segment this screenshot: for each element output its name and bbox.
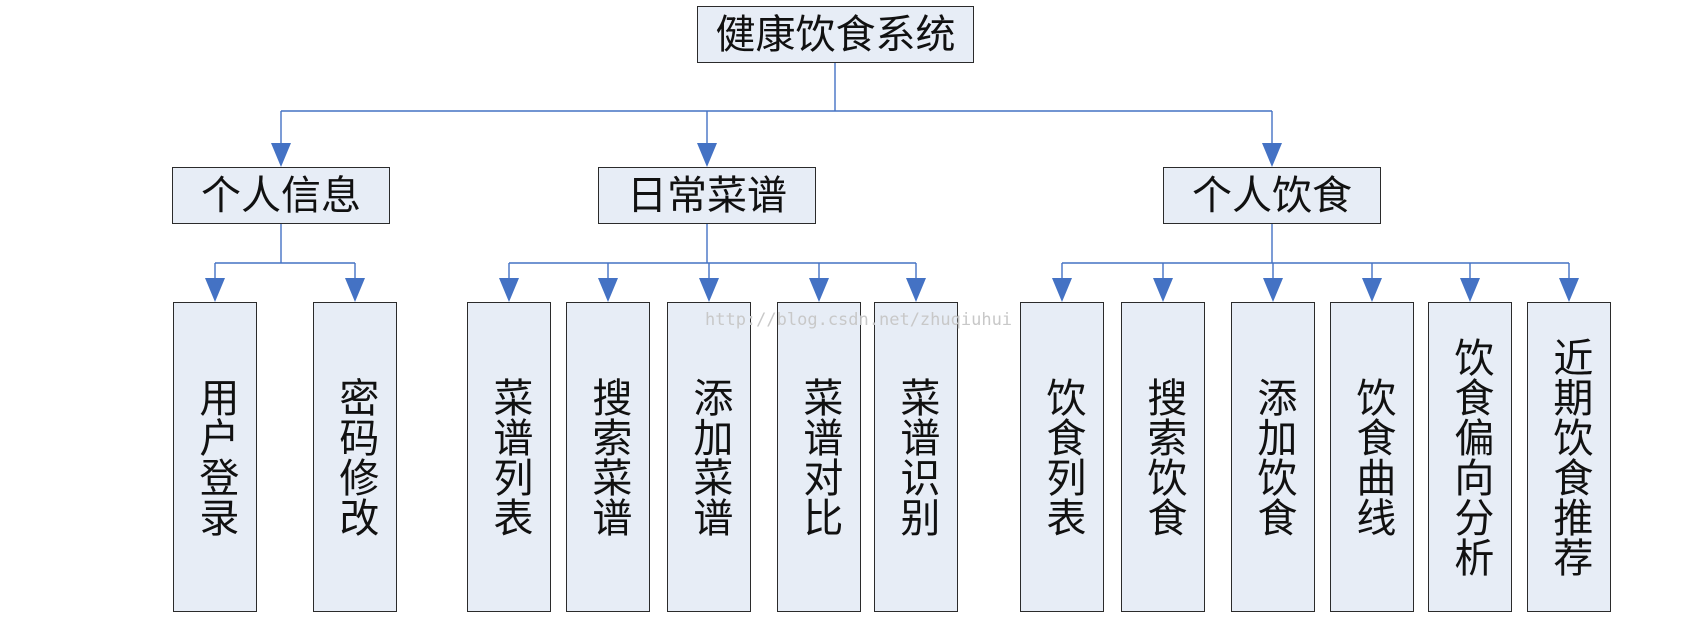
leaf-node-label: 添加饮食	[1250, 377, 1297, 537]
arrowhead	[697, 143, 717, 167]
arrowhead	[699, 278, 719, 302]
arrowhead	[205, 278, 225, 302]
leaf-node-label: 搜索菜谱	[585, 377, 632, 537]
arrowhead	[345, 278, 365, 302]
watermark-text: http://blog.csdn.net/zhuqiuhui	[705, 310, 1013, 330]
arrowhead	[1153, 278, 1173, 302]
leaf-node-recipe-list: 菜谱列表	[467, 302, 551, 612]
leaf-node-label: 搜索饮食	[1140, 377, 1187, 537]
group-node-daily-recipes: 日常菜谱	[598, 167, 816, 224]
leaf-node-label: 近期饮食推荐	[1546, 337, 1593, 577]
arrowhead	[1460, 278, 1480, 302]
leaf-node-label: 菜谱列表	[486, 377, 533, 537]
leaf-node-recipe-recognize: 菜谱识别	[874, 302, 958, 612]
arrowhead	[1263, 278, 1283, 302]
leaf-node-label: 饮食偏向分析	[1447, 337, 1494, 577]
leaf-node-search-recipe: 搜索菜谱	[566, 302, 650, 612]
leaf-node-search-diet: 搜索饮食	[1121, 302, 1205, 612]
leaf-node-user-login: 用户登录	[173, 302, 257, 612]
arrowhead	[271, 143, 291, 167]
leaf-node-label: 菜谱对比	[796, 377, 843, 537]
leaf-node-add-recipe: 添加菜谱	[667, 302, 751, 612]
leaf-node-diet-preference-analysis: 饮食偏向分析	[1428, 302, 1512, 612]
arrowhead	[809, 278, 829, 302]
arrowhead	[598, 278, 618, 302]
root-node: 健康饮食系统	[697, 6, 974, 63]
leaf-node-label: 添加菜谱	[686, 377, 733, 537]
leaf-node-label: 密码修改	[332, 377, 379, 537]
root-node-label: 健康饮食系统	[715, 11, 956, 58]
arrowhead	[499, 278, 519, 302]
leaf-node-label: 菜谱识别	[893, 377, 940, 537]
leaf-node-diet-list: 饮食列表	[1020, 302, 1104, 612]
leaf-node-label: 饮食列表	[1039, 377, 1086, 537]
leaf-node-password-change: 密码修改	[313, 302, 397, 612]
arrowhead	[906, 278, 926, 302]
arrowhead	[1052, 278, 1072, 302]
leaf-node-label: 饮食曲线	[1349, 377, 1396, 537]
arrowhead	[1559, 278, 1579, 302]
connector-lines	[205, 63, 1579, 302]
leaf-node-add-diet: 添加饮食	[1231, 302, 1315, 612]
group-node-label: 个人饮食	[1192, 172, 1352, 219]
group-node-label: 个人信息	[201, 172, 361, 219]
group-node-label: 日常菜谱	[627, 172, 787, 219]
leaf-node-diet-curve: 饮食曲线	[1330, 302, 1414, 612]
arrowhead	[1262, 143, 1282, 167]
leaf-node-recent-diet-recommendation: 近期饮食推荐	[1527, 302, 1611, 612]
group-node-personal-diet: 个人饮食	[1163, 167, 1381, 224]
leaf-node-recipe-compare: 菜谱对比	[777, 302, 861, 612]
group-node-personal-info: 个人信息	[172, 167, 390, 224]
arrowhead	[1362, 278, 1382, 302]
leaf-node-label: 用户登录	[192, 377, 239, 537]
